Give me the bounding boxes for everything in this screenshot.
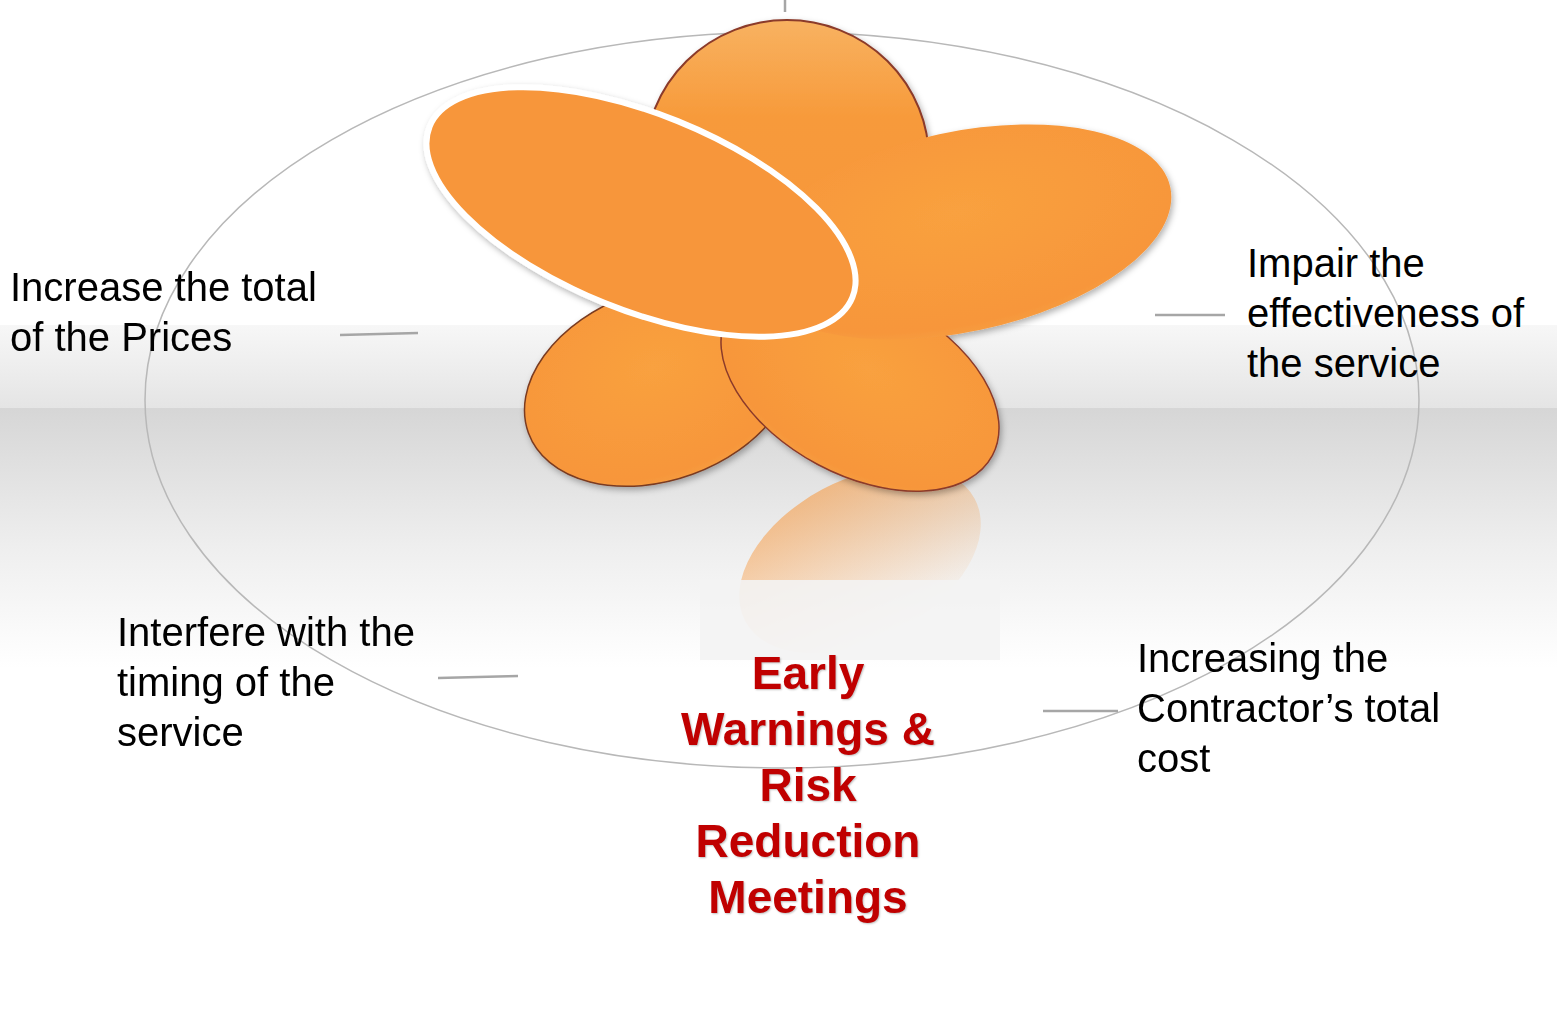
callout-label: Impair the effectiveness of the service (1247, 238, 1547, 388)
diagram-title: Early Warnings & Risk Reduction Meetings (643, 645, 973, 925)
callout-label: Increasing the Contractor’s total cost (1137, 633, 1477, 783)
leader-lines (340, 0, 1225, 711)
callout-label: Increase the total of the Prices (10, 262, 340, 362)
callout-label: Interfere with the timing of the service (117, 607, 447, 757)
petal-highlighted (393, 36, 889, 389)
